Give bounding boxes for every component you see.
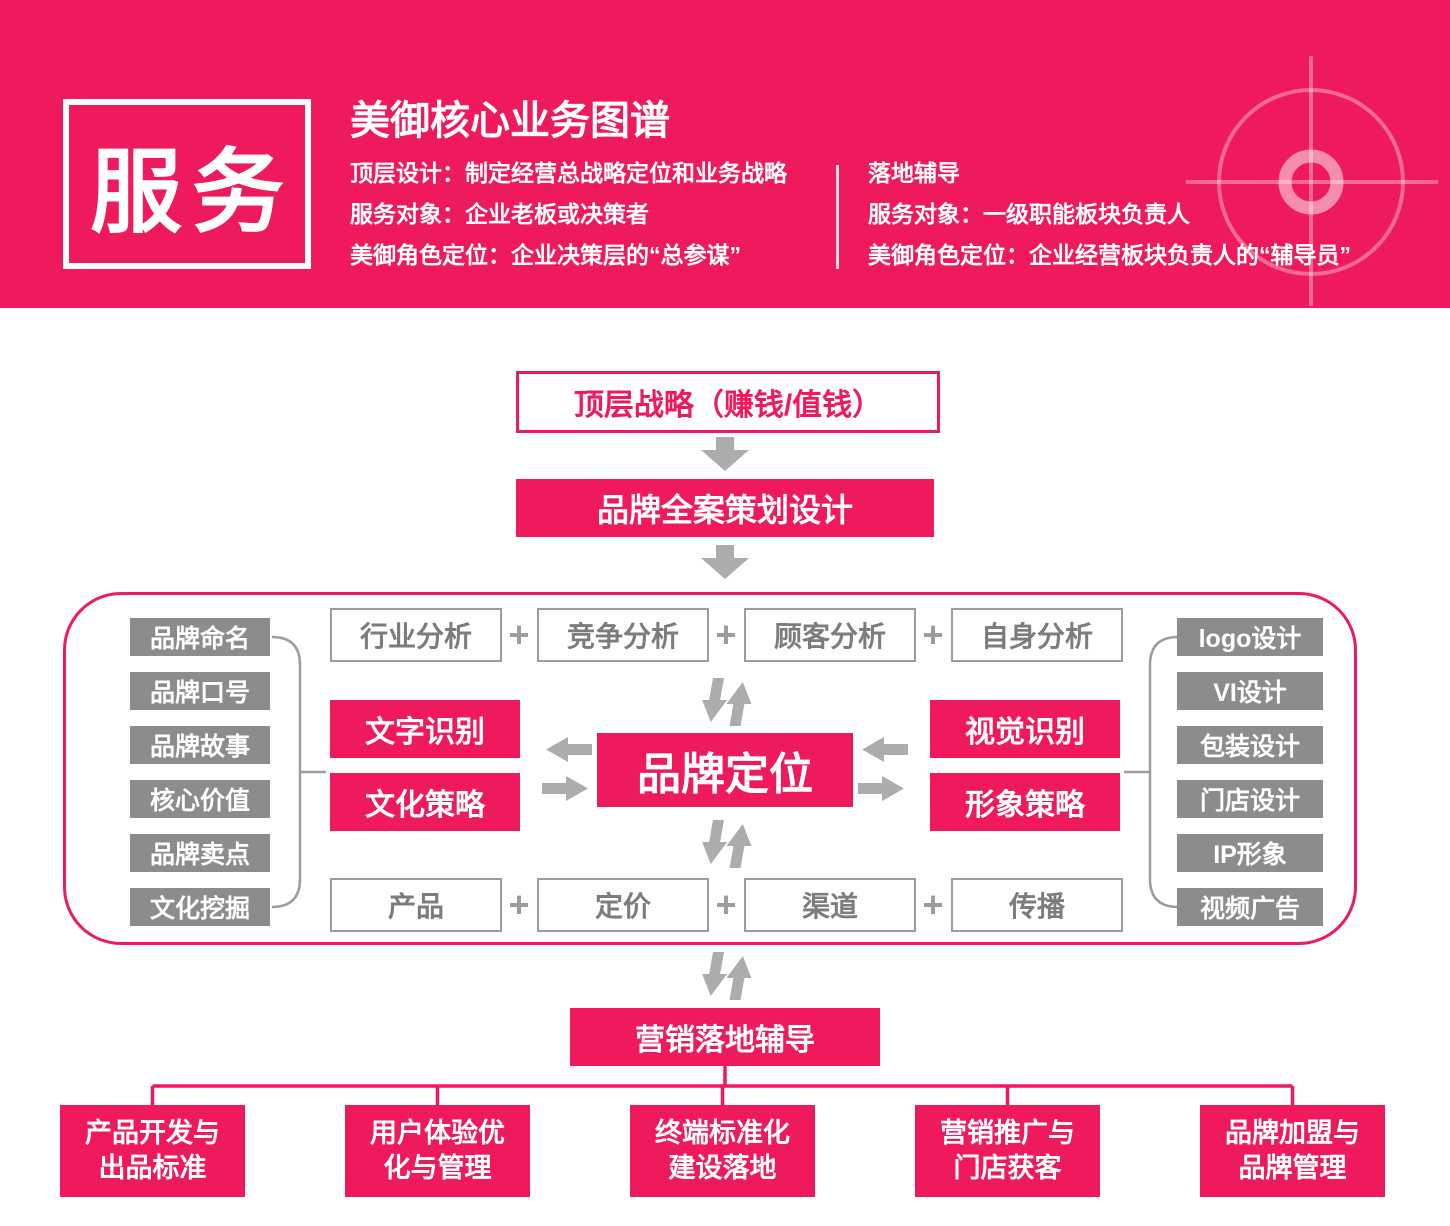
right-item-store-design: 门店设计 bbox=[1177, 780, 1323, 818]
plus-sign: + bbox=[922, 884, 944, 925]
target-scope-icon bbox=[1186, 56, 1438, 306]
culture-strategy-box: 文化策略 bbox=[330, 773, 520, 831]
exchange-arrows-icon bbox=[542, 737, 592, 801]
bottom-item-user-experience: 用户体验优 化与管理 bbox=[345, 1105, 530, 1197]
top-design-line: 顶层设计：制定经营总战略定位和业务战略 bbox=[350, 160, 787, 186]
bottom-item-brand-franchise: 品牌加盟与 品牌管理 bbox=[1200, 1105, 1385, 1197]
role-position-line: 美御角色定位：企业经营板块负责人的“辅导员” bbox=[868, 242, 1351, 268]
header-divider bbox=[836, 165, 839, 269]
left-item-core-value: 核心价值 bbox=[130, 780, 270, 818]
down-arrow-icon bbox=[701, 437, 749, 471]
left-item-selling-point: 品牌卖点 bbox=[130, 834, 270, 872]
service-badge: 服务 bbox=[63, 99, 311, 269]
text-identity-box: 文字识别 bbox=[330, 700, 520, 758]
plus-sign: + bbox=[508, 614, 530, 655]
left-item-culture-mining: 文化挖掘 bbox=[130, 888, 270, 926]
right-item-packaging-design: 包装设计 bbox=[1177, 726, 1323, 764]
down-arrow-icon bbox=[701, 545, 749, 579]
brand-planning-container bbox=[63, 592, 1357, 945]
marketing-coaching-box: 营销落地辅导 bbox=[570, 1008, 880, 1066]
header-left-info: 顶层设计：制定经营总战略定位和业务战略 服务对象：企业老板或决策者 美御角色定位… bbox=[350, 153, 787, 276]
image-strategy-box: 形象策略 bbox=[930, 773, 1120, 831]
brand-positioning-box: 品牌定位 bbox=[597, 733, 853, 807]
plus-sign: + bbox=[922, 614, 944, 655]
exchange-arrows-icon bbox=[858, 737, 908, 801]
left-item-brand-slogan: 品牌口号 bbox=[130, 672, 270, 710]
marketing-box-product: 产品 bbox=[330, 878, 502, 932]
left-item-brand-naming: 品牌命名 bbox=[130, 618, 270, 656]
role-position-line: 美御角色定位：企业决策层的“总参谋” bbox=[350, 242, 741, 268]
analysis-box-competition: 竞争分析 bbox=[537, 608, 709, 662]
analysis-box-self: 自身分析 bbox=[951, 608, 1123, 662]
right-item-video-ad: 视频广告 bbox=[1177, 888, 1323, 926]
right-item-logo-design: logo设计 bbox=[1177, 618, 1323, 656]
service-target-line: 服务对象：一级职能板块负责人 bbox=[868, 201, 1190, 227]
right-item-vi-design: VI设计 bbox=[1177, 672, 1323, 710]
analysis-box-industry: 行业分析 bbox=[330, 608, 502, 662]
marketing-box-channel: 渠道 bbox=[744, 878, 916, 932]
marketing-box-pricing: 定价 bbox=[537, 878, 709, 932]
landing-coach-line: 落地辅导 bbox=[868, 160, 960, 186]
right-item-ip-image: IP形象 bbox=[1177, 834, 1323, 872]
sync-arrows-icon bbox=[702, 678, 752, 726]
brand-plan-box: 品牌全案策划设计 bbox=[516, 479, 934, 537]
bottom-item-marketing-promotion: 营销推广与 门店获客 bbox=[915, 1105, 1100, 1197]
header-right-info: 落地辅导 服务对象：一级职能板块负责人 美御角色定位：企业经营板块负责人的“辅导… bbox=[868, 153, 1351, 276]
sync-arrows-icon bbox=[702, 952, 752, 1000]
plus-sign: + bbox=[508, 884, 530, 925]
visual-identity-box: 视觉识别 bbox=[930, 700, 1120, 758]
analysis-box-customer: 顾客分析 bbox=[744, 608, 916, 662]
plus-sign: + bbox=[715, 614, 737, 655]
header-banner: 服务 美御核心业务图谱 顶层设计：制定经营总战略定位和业务战略 服务对象：企业老… bbox=[0, 0, 1450, 308]
page-title: 美御核心业务图谱 bbox=[350, 99, 670, 143]
bottom-item-product-development: 产品开发与 出品标准 bbox=[60, 1105, 245, 1197]
service-target-line: 服务对象：企业老板或决策者 bbox=[350, 201, 649, 227]
top-strategy-box: 顶层战略（赚钱/值钱） bbox=[516, 371, 940, 433]
bottom-item-terminal-standardization: 终端标准化 建设落地 bbox=[630, 1105, 815, 1197]
plus-sign: + bbox=[715, 884, 737, 925]
sync-arrows-icon bbox=[702, 820, 752, 868]
marketing-box-communication: 传播 bbox=[951, 878, 1123, 932]
left-item-brand-story: 品牌故事 bbox=[130, 726, 270, 764]
